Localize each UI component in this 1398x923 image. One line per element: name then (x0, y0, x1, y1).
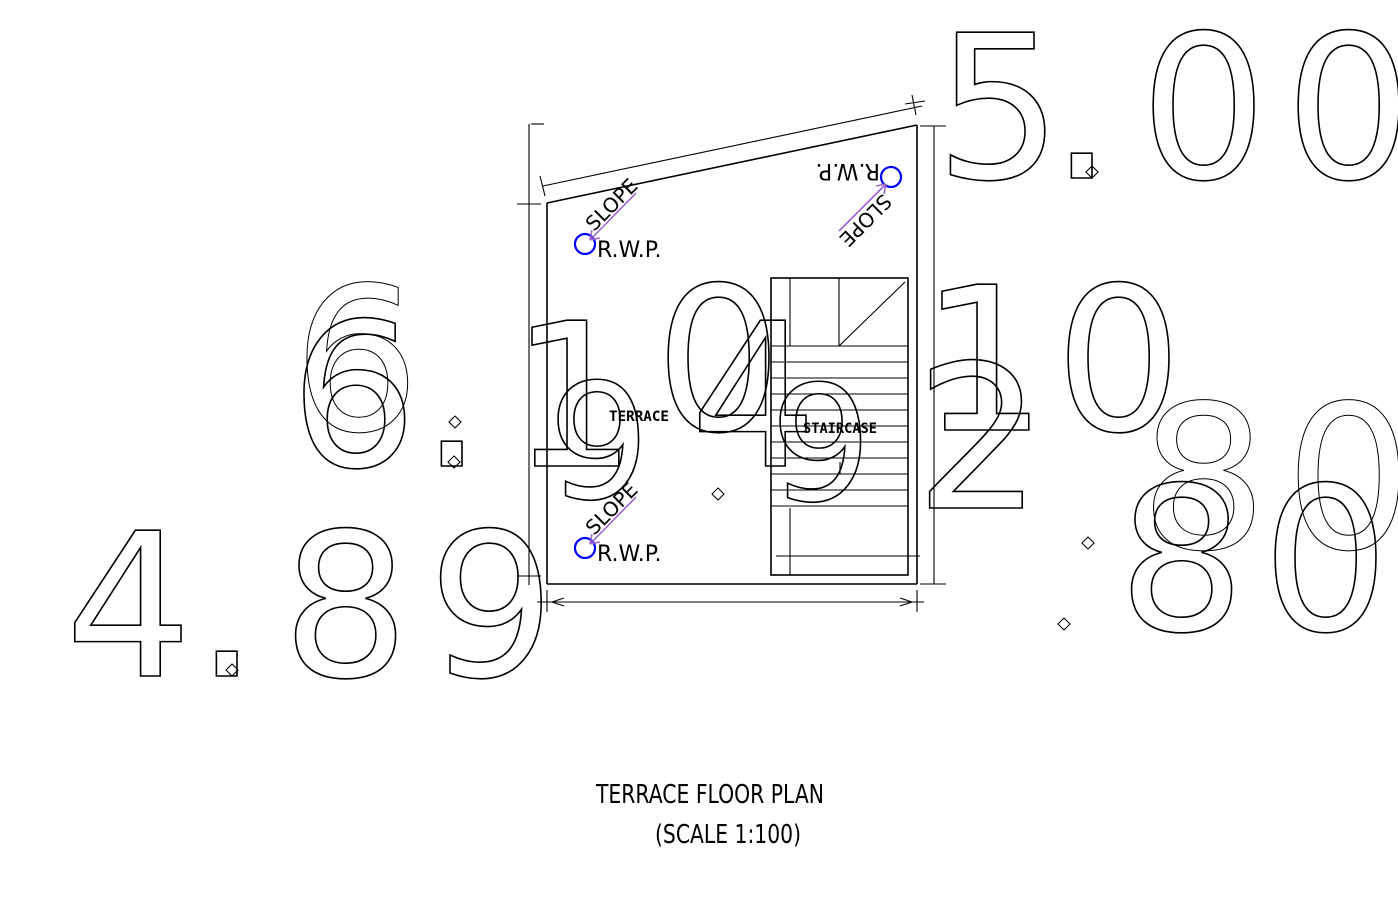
rwp-label: R.W.P. (597, 238, 662, 263)
dim-top-digit-4: 0 (1285, 0, 1398, 226)
dim-bottom-digit-2: . (195, 491, 259, 724)
slope-top-right: SLOPE (835, 183, 897, 251)
rwp-bottom-left: R.W.P. (573, 536, 662, 567)
diamond-marker (1057, 617, 1071, 631)
dim-inner-digit-3: 9 (548, 349, 650, 536)
rwp-top-right: R.W.P. (815, 158, 903, 189)
dim-right-small-digit-4: 0 (1285, 363, 1398, 596)
dimension-numerals: 5 . 0 0 6 6 . 1 0 1 0 2 4 . 8 9 8 8 0 0 … (64, 0, 1398, 725)
slope-arrow-icon (589, 192, 637, 241)
dim-right-small-digit-1: 8 (1140, 363, 1267, 596)
dim-left-digit-1: 6 (293, 245, 420, 478)
rwp-circle-icon (879, 165, 903, 189)
staircase-block (770, 277, 920, 576)
room-label-terrace: TERRACE (609, 409, 669, 425)
dim-top-digit-2: . (1050, 0, 1114, 226)
diamond-marker (1081, 536, 1095, 550)
dim-right-digit-2: 0 (1055, 245, 1182, 478)
dim-bottom-digit-4: 9 (428, 491, 555, 724)
dim-inner-digit-2: 9 (770, 351, 872, 538)
diamond-marker (711, 487, 725, 501)
dim-bottom-digit-3: 8 (282, 491, 409, 724)
dim-left-digit-1b: 6 (290, 281, 417, 514)
diamond-marker (1085, 165, 1099, 179)
rwp-circle-icon (573, 536, 597, 560)
dim-inner-digit-1: 4 (690, 281, 817, 514)
dim-left-digit-2: . (420, 281, 484, 514)
dim-bottom-digit-1: 4 (65, 491, 192, 724)
slope-label: SLOPE (581, 174, 643, 236)
rwp-label-rotated: R.W.P. (815, 158, 880, 183)
rwp-top-left: R.W.P. (573, 232, 662, 263)
dim-top-digit-3: 0 (1140, 0, 1267, 226)
dimension-lines (517, 94, 946, 612)
diamond-marker (447, 455, 461, 469)
dim-top-digit-1: 5 (935, 0, 1062, 226)
plan-title: TERRACE FLOOR PLAN (595, 780, 824, 810)
diamond-marker (448, 415, 462, 429)
slope-label: SLOPE (835, 189, 897, 251)
slope-arrow-icon (838, 183, 887, 232)
dim-right-small-digit-3: 0 (1262, 445, 1389, 678)
dim-left-digit-3: 1 (510, 281, 637, 514)
rwp-label: R.W.P. (597, 542, 662, 567)
dim-left-digit-4: 0 (655, 245, 782, 478)
slope-arrow-icon (589, 496, 637, 545)
dim-right-digit-3: 2 (915, 323, 1042, 556)
slope-top-left: SLOPE (581, 174, 643, 241)
rwp-circle-icon (573, 232, 597, 256)
dim-right-small-digit-2: 8 (1118, 445, 1245, 678)
room-label-staircase: STAIRCASE (803, 421, 877, 437)
dim-right-digit-1: 1 (920, 245, 1047, 478)
diamond-marker (225, 663, 239, 677)
building-outline (546, 124, 918, 585)
plan-scale: (SCALE 1:100) (655, 820, 801, 850)
